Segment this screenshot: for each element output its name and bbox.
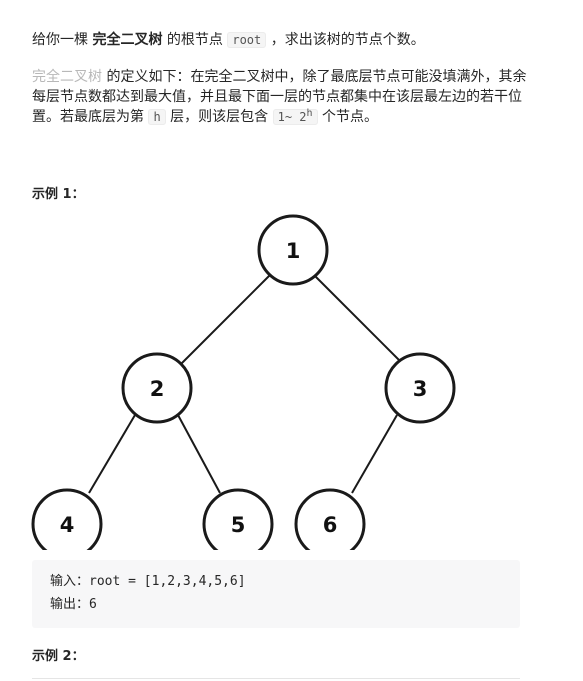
definition-text-3: 个节点。 — [317, 109, 378, 125]
statement-suffix: ，求出该树的节点个数。 — [266, 32, 425, 48]
binary-tree-diagram: 1 2 3 4 5 6 — [31, 214, 456, 550]
definition-text-1: 的定义如下：在完全二叉树中，除了最底层节点可能没填满外，其余每层节点数都达到最大… — [32, 69, 527, 125]
edge-3-6 — [351, 414, 398, 494]
example-1-title: 示例 1： — [32, 187, 85, 202]
definition-text-2: 层，则该层包含 — [165, 109, 273, 125]
complete-binary-tree-link[interactable]: 完全二叉树 — [32, 69, 102, 85]
section-divider — [32, 678, 520, 679]
edge-2-5 — [177, 414, 221, 494]
tree-node-3-label: 3 — [413, 377, 428, 401]
edge-1-2 — [179, 274, 271, 366]
example-1-input: 输入：root = [1,2,3,4,5,6] — [50, 574, 246, 589]
tree-node-4-label: 4 — [60, 513, 75, 537]
problem-statement: 给你一棵 完全二叉树 的根节点 root ，求出该树的节点个数。 — [32, 30, 425, 50]
tree-node-2-label: 2 — [150, 377, 165, 401]
example-2-title: 示例 2： — [32, 649, 85, 664]
example-1-output: 输出：6 — [50, 597, 97, 612]
statement-middle: 的根节点 — [162, 32, 228, 48]
tree-node-3: 3 — [384, 352, 456, 424]
statement-prefix: 给你一棵 — [32, 32, 93, 48]
tree-node-1-label: 1 — [286, 239, 301, 263]
inline-code-h: h — [148, 109, 166, 125]
tree-node-1: 1 — [257, 214, 329, 286]
tree-node-2: 2 — [121, 352, 193, 424]
range-superscript: h — [306, 108, 313, 119]
tree-node-5: 5 — [202, 488, 274, 550]
edge-1-3 — [313, 274, 405, 366]
tree-node-6: 6 — [294, 488, 366, 550]
inline-code-root: root — [227, 32, 267, 48]
edge-2-4 — [88, 414, 136, 494]
tree-node-4: 4 — [31, 488, 103, 550]
definition-paragraph: 完全二叉树 的定义如下：在完全二叉树中，除了最底层节点可能没填满外，其余每层节点… — [32, 67, 532, 127]
tree-node-5-label: 5 — [231, 513, 246, 537]
example-1-code-block: 输入：root = [1,2,3,4,5,6] 输出：6 — [32, 560, 520, 628]
term-complete-binary-tree: 完全二叉树 — [92, 32, 163, 48]
inline-code-range: 1~ 2h — [272, 108, 318, 125]
range-base: 1~ 2 — [277, 110, 307, 124]
tree-node-6-label: 6 — [323, 513, 338, 537]
